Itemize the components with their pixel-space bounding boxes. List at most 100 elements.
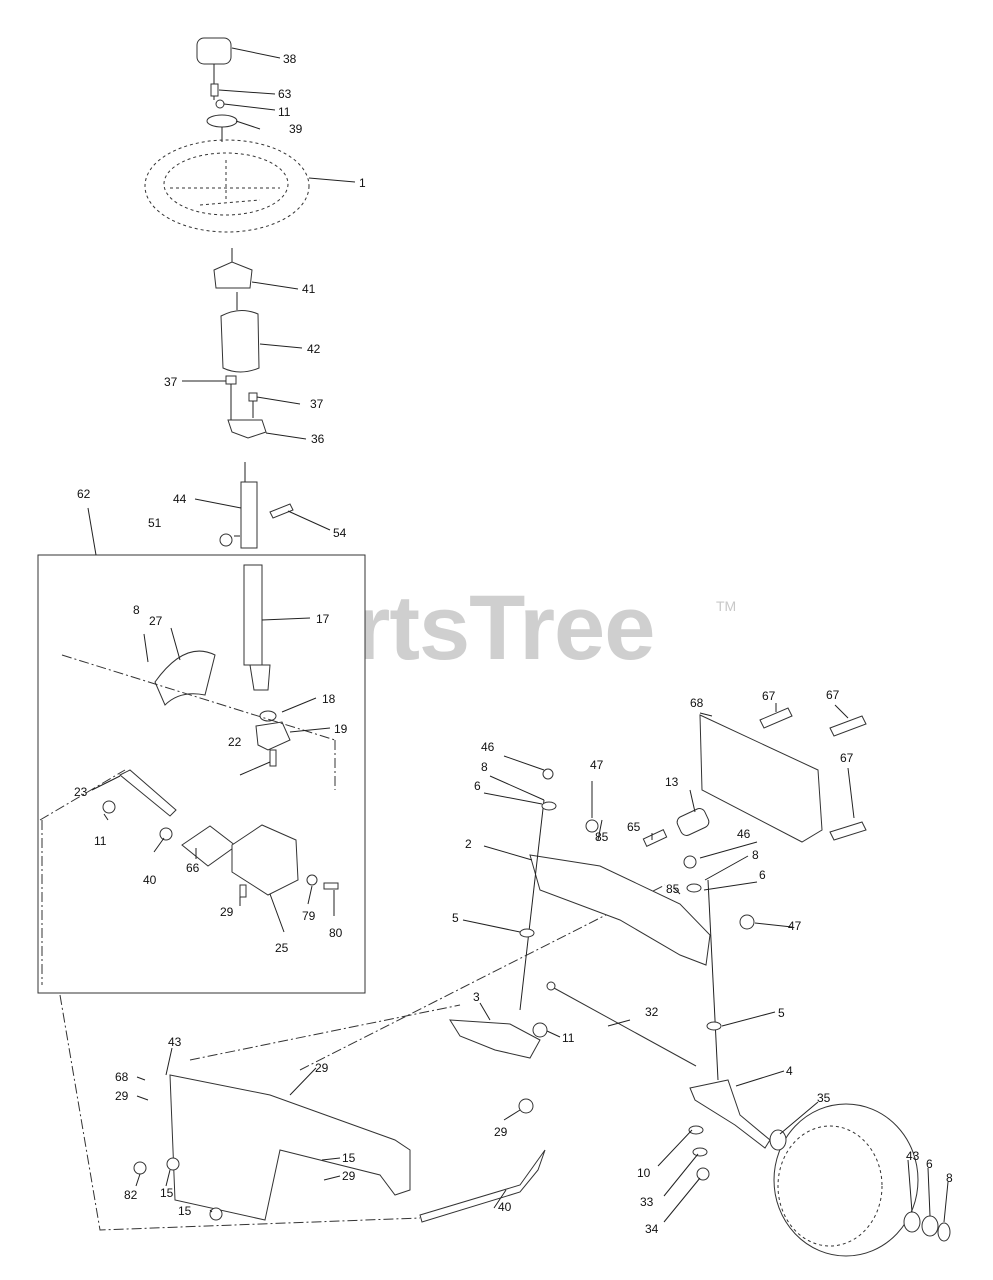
part-nut-15a bbox=[133, 1161, 147, 1175]
callout-68-lower: 43 bbox=[168, 1035, 182, 1049]
callout-38: 38 bbox=[283, 52, 297, 66]
part-nut-35 bbox=[696, 1167, 710, 1181]
callout-10: 40 bbox=[498, 1200, 512, 1214]
part-bolt-67c bbox=[829, 821, 867, 841]
callout-13: 13 bbox=[665, 775, 679, 789]
callout-29b: 29 bbox=[115, 1089, 129, 1103]
callout-67c: 67 bbox=[840, 751, 854, 765]
part-ring-8 bbox=[937, 1222, 951, 1242]
callout-43a: 35 bbox=[817, 1091, 831, 1105]
part-bolt-54 bbox=[269, 503, 294, 519]
callout-6b: 6 bbox=[759, 868, 766, 882]
part-spindle-3 bbox=[449, 1019, 541, 1059]
callout-15c: 15 bbox=[178, 1204, 192, 1218]
callout-5a: 5 bbox=[452, 911, 459, 925]
part-nut-47a bbox=[585, 819, 599, 833]
part-bolt-37b bbox=[248, 392, 258, 402]
part-nut-40-inset bbox=[159, 827, 173, 841]
callout-47b: 47 bbox=[788, 919, 802, 933]
callout-47a: 47 bbox=[590, 758, 604, 772]
callout-29d: 29 bbox=[342, 1169, 356, 1183]
callout-25: 25 bbox=[275, 941, 289, 955]
callout-33: 10 bbox=[637, 1166, 651, 1180]
part-tie-rod-32 bbox=[553, 987, 697, 1067]
leader-lines bbox=[91, 47, 949, 1223]
steering-column-parts bbox=[144, 37, 310, 549]
part-insert-39 bbox=[206, 114, 238, 128]
callout-65: 65 bbox=[627, 820, 641, 834]
part-bolt-67b bbox=[829, 715, 867, 737]
part-steering-cap bbox=[196, 37, 232, 65]
callout-17: 17 bbox=[316, 612, 330, 626]
callout-labels: 38 63 11 39 1 41 42 37 37 36 44 51 54 62… bbox=[74, 52, 953, 1236]
inset-parts bbox=[39, 564, 339, 985]
part-cap-46b bbox=[683, 855, 697, 869]
part-washer-11-inset bbox=[102, 800, 116, 814]
callout-27: 27 bbox=[149, 614, 163, 628]
callout-37a: 37 bbox=[164, 375, 178, 389]
part-spindle-4 bbox=[689, 1079, 771, 1149]
callout-5b: 5 bbox=[778, 1006, 785, 1020]
part-pivot-23 bbox=[119, 769, 177, 817]
lower-assembly-parts bbox=[59, 707, 951, 1257]
part-washer-11-lower bbox=[532, 1022, 548, 1038]
callout-35: 34 bbox=[645, 1222, 659, 1236]
part-sector-gear-27 bbox=[154, 650, 216, 706]
callout-22: 22 bbox=[228, 735, 242, 749]
part-bracket-25 bbox=[231, 824, 299, 896]
callout-41: 41 bbox=[302, 282, 316, 296]
callout-6c: 6 bbox=[926, 1157, 933, 1171]
callout-62: 62 bbox=[77, 487, 91, 501]
part-drag-link-10 bbox=[419, 1149, 546, 1223]
part-nut-15b bbox=[166, 1157, 180, 1171]
part-washer-34 bbox=[692, 1147, 708, 1157]
part-bracket-68-upper bbox=[699, 714, 823, 843]
callout-40-inset: 40 bbox=[143, 873, 157, 887]
callout-29a: 68 bbox=[115, 1070, 129, 1084]
callout-42: 42 bbox=[307, 342, 321, 356]
part-spacer-13 bbox=[676, 808, 710, 836]
part-frame-82 bbox=[169, 1074, 411, 1221]
callout-15b: 15 bbox=[160, 1186, 174, 1200]
callout-36: 36 bbox=[311, 432, 325, 446]
part-axle-2 bbox=[529, 854, 711, 966]
callout-34: 33 bbox=[640, 1195, 654, 1209]
part-bolt-80 bbox=[323, 882, 339, 890]
callout-8b: 8 bbox=[752, 848, 759, 862]
callout-66: 66 bbox=[186, 861, 200, 875]
part-housing-19 bbox=[255, 721, 291, 751]
callout-15a: 82 bbox=[124, 1188, 138, 1202]
callout-39: 39 bbox=[289, 122, 303, 136]
part-boot-42 bbox=[220, 310, 260, 373]
callout-51: 51 bbox=[148, 516, 162, 530]
callout-46a: 46 bbox=[481, 740, 495, 754]
trademark-mark: TM bbox=[716, 598, 737, 614]
part-screw-22 bbox=[269, 749, 277, 767]
part-nut-15c bbox=[209, 1207, 223, 1221]
callout-8c: 8 bbox=[946, 1171, 953, 1185]
part-shaft-17 bbox=[243, 564, 263, 666]
callout-29-inset: 29 bbox=[220, 905, 234, 919]
part-shaft-44 bbox=[240, 481, 258, 549]
callout-44: 44 bbox=[173, 492, 187, 506]
part-steering-wheel bbox=[144, 139, 310, 233]
callout-11-lower: 11 bbox=[562, 1031, 575, 1045]
callout-63: 63 bbox=[278, 87, 292, 101]
callout-8a: 8 bbox=[481, 760, 488, 774]
part-washer-43a bbox=[769, 1129, 787, 1151]
callout-37b: 37 bbox=[310, 397, 324, 411]
callout-8-inset: 8 bbox=[133, 603, 140, 617]
part-nut-40-lower bbox=[518, 1098, 534, 1114]
part-washer-11 bbox=[215, 99, 225, 109]
callout-67b: 67 bbox=[826, 688, 840, 702]
callout-4: 4 bbox=[786, 1064, 793, 1078]
callout-32: 32 bbox=[645, 1005, 659, 1019]
callout-23: 23 bbox=[74, 785, 88, 799]
part-bolt-67a bbox=[759, 707, 793, 729]
callout-40-lower: 29 bbox=[494, 1125, 508, 1139]
part-bushing-36 bbox=[227, 419, 267, 439]
part-screw-63 bbox=[210, 83, 219, 97]
callout-43b: 43 bbox=[906, 1149, 920, 1163]
part-washer-79 bbox=[306, 874, 318, 886]
